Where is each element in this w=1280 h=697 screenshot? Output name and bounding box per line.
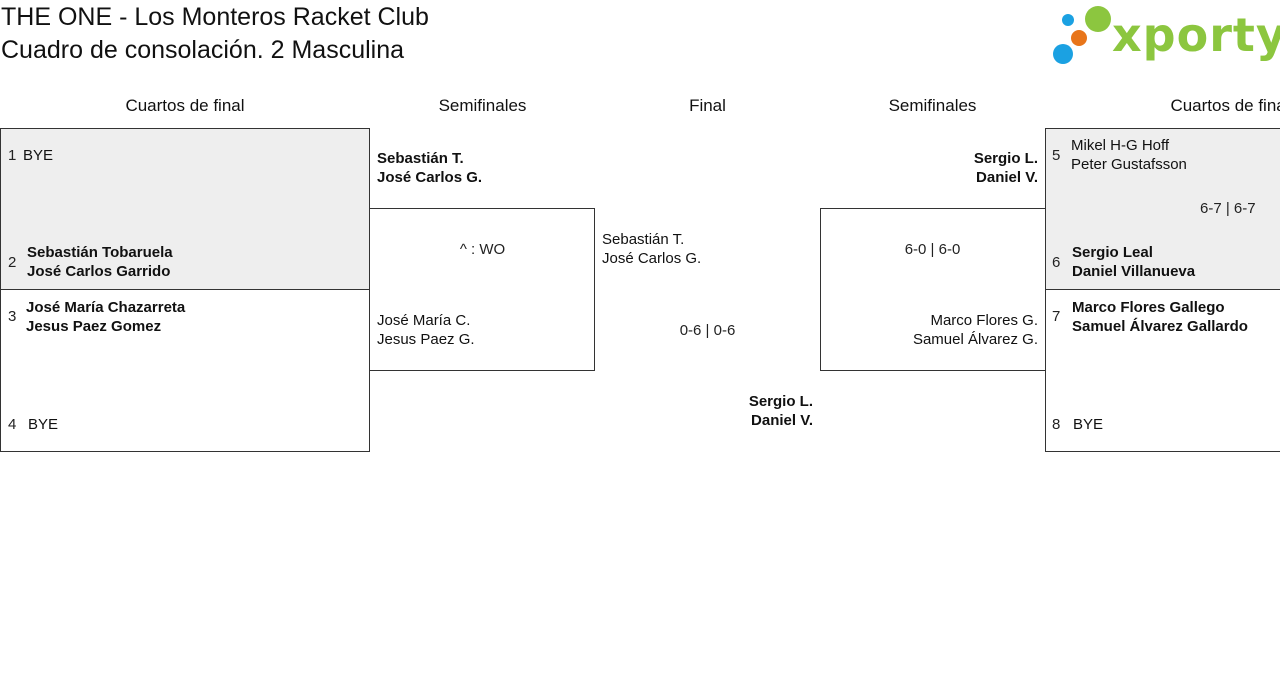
seed-number: 7: [1052, 308, 1061, 325]
player-name: Sebastián T.: [602, 231, 685, 248]
match-score: 6-7 | 6-7: [1200, 200, 1256, 217]
player-name: Jesus Paez Gomez: [26, 318, 162, 335]
match-box-qf-1: [0, 128, 370, 290]
seed-number: 2: [8, 254, 17, 271]
seed-number: 4: [8, 416, 17, 433]
seed-number: 6: [1052, 254, 1061, 271]
player-name: José Carlos G.: [602, 250, 702, 267]
winner-name: Sergio L.: [748, 393, 813, 410]
player-name: Sebastián T.: [377, 150, 464, 167]
player-name: José María Chazarreta: [26, 299, 186, 316]
player-name: Sergio L.: [973, 150, 1038, 167]
player-name: Samuel Álvarez Gallardo: [1072, 318, 1248, 335]
player-name: Daniel V.: [976, 169, 1038, 186]
player-name: José Carlos Garrido: [27, 263, 171, 280]
match-box-qf-4: [1045, 289, 1280, 452]
player-name: Mikel H-G Hoff: [1071, 137, 1170, 154]
match-score: 6-0 | 6-0: [904, 241, 961, 258]
player-name: Peter Gustafsson: [1071, 156, 1187, 173]
player-name: José María C.: [377, 312, 471, 329]
player-name: José Carlos G.: [377, 169, 483, 186]
col-header-sf-left: Semifinales: [438, 96, 527, 115]
seed-number: 8: [1052, 416, 1061, 433]
player-name: Sergio Leal: [1072, 244, 1153, 261]
col-header-sf-right: Semifinales: [888, 96, 977, 115]
player-name: BYE: [23, 147, 54, 164]
logo-text: xporty: [1112, 8, 1280, 62]
logo-dots-icon: [1053, 6, 1111, 64]
col-header-qf-left: Cuartos de final: [125, 96, 245, 115]
player-name: Sebastián Tobaruela: [27, 244, 173, 261]
player-name: Marco Flores G.: [930, 312, 1038, 329]
seed-number: 3: [8, 308, 17, 325]
player-name: Jesus Paez G.: [377, 331, 475, 348]
page-title: THE ONE - Los Monteros Racket Club: [1, 3, 429, 31]
page-subtitle: Cuadro de consolación. 2 Masculina: [1, 36, 405, 64]
seed-number: 1: [8, 147, 17, 164]
winner-name: Daniel V.: [751, 412, 813, 429]
player-name: Samuel Álvarez G.: [912, 331, 1038, 348]
match-score: ^ : WO: [459, 241, 506, 258]
player-name: Marco Flores Gallego: [1072, 299, 1225, 316]
col-header-qf-right: Cuartos de final: [1170, 96, 1280, 115]
player-name: BYE: [1073, 416, 1104, 433]
seed-number: 5: [1052, 147, 1061, 164]
player-name: BYE: [28, 416, 59, 433]
match-box-qf-3: [1045, 128, 1280, 290]
match-score: 0-6 | 0-6: [679, 322, 736, 339]
match-box-sf-left: [369, 208, 595, 371]
col-header-final: Final: [689, 96, 726, 115]
player-name: Daniel Villanueva: [1072, 263, 1196, 280]
xporty-logo: xporty: [1052, 4, 1280, 68]
